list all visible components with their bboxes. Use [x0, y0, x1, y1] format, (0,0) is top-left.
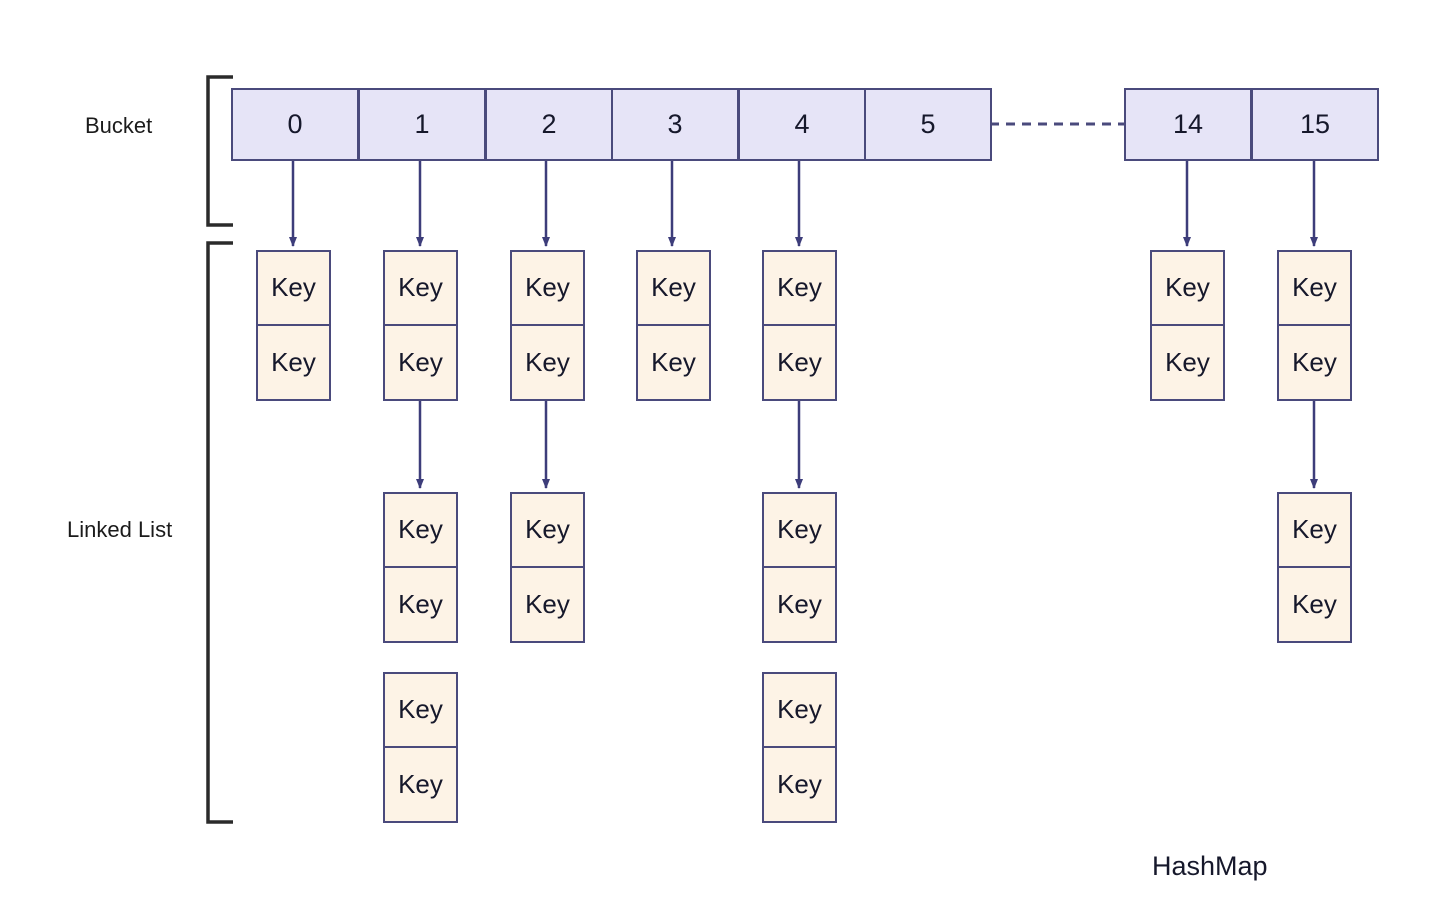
bucket-cell-1[interactable]: 1	[358, 88, 486, 161]
node-key-cell: Key	[764, 494, 835, 568]
node-key-cell: Key	[525, 588, 570, 619]
bucket-cell-3[interactable]: 3	[611, 88, 739, 161]
node-key-cell: Key	[271, 346, 316, 377]
bucket-cell-14[interactable]: 14	[1124, 88, 1252, 161]
node-key-cell: Key	[1292, 346, 1337, 377]
node-key-cell: Key	[1279, 252, 1350, 326]
node-key-cell: Key	[398, 768, 443, 799]
node-key-cell: Key	[385, 252, 456, 326]
node-key-cell: Key	[777, 768, 822, 799]
node-group-col2-row1[interactable]: Key Key	[510, 250, 585, 401]
linked-list-label: Linked List	[67, 517, 173, 542]
bucket-bracket	[206, 75, 233, 227]
bucket-label: Bucket	[85, 113, 153, 138]
node-key-cell: Key	[764, 252, 835, 326]
bucket-cell-2[interactable]: 2	[485, 88, 613, 161]
node-key-cell: Key	[385, 674, 456, 748]
node-group-col1-row1[interactable]: Key Key	[383, 250, 458, 401]
hashmap-title: HashMap	[1152, 851, 1268, 881]
node-key-cell: Key	[512, 494, 583, 568]
node-key-cell: Key	[258, 252, 329, 326]
node-key-cell: Key	[1165, 346, 1210, 377]
node-group-col4-row3[interactable]: Key Key	[762, 672, 837, 823]
node-key-cell: Key	[1152, 252, 1223, 326]
node-key-cell: Key	[512, 252, 583, 326]
node-key-cell: Key	[385, 494, 456, 568]
node-key-cell: Key	[1292, 588, 1337, 619]
node-group-col0-row1[interactable]: Key Key	[256, 250, 331, 401]
node-key-cell: Key	[777, 346, 822, 377]
node-key-cell: Key	[525, 346, 570, 377]
linked-list-bracket	[206, 241, 233, 824]
node-group-col1-row3[interactable]: Key Key	[383, 672, 458, 823]
node-key-cell: Key	[638, 252, 709, 326]
node-group-col1-row2[interactable]: Key Key	[383, 492, 458, 643]
node-group-col2-row2[interactable]: Key Key	[510, 492, 585, 643]
bucket-cell-5[interactable]: 5	[864, 88, 992, 161]
node-key-cell: Key	[398, 588, 443, 619]
node-group-col15-row2[interactable]: Key Key	[1277, 492, 1352, 643]
node-group-col4-row2[interactable]: Key Key	[762, 492, 837, 643]
node-key-cell: Key	[1279, 494, 1350, 568]
node-key-cell: Key	[777, 588, 822, 619]
node-key-cell: Key	[398, 346, 443, 377]
node-group-col15-row1[interactable]: Key Key	[1277, 250, 1352, 401]
node-group-col3-row1[interactable]: Key Key	[636, 250, 711, 401]
node-group-col4-row1[interactable]: Key Key	[762, 250, 837, 401]
node-group-col14-row1[interactable]: Key Key	[1150, 250, 1225, 401]
bucket-cell-4[interactable]: 4	[738, 88, 866, 161]
node-key-cell: Key	[764, 674, 835, 748]
node-key-cell: Key	[651, 346, 696, 377]
bucket-cell-0[interactable]: 0	[231, 88, 359, 161]
bucket-cell-15[interactable]: 15	[1251, 88, 1379, 161]
